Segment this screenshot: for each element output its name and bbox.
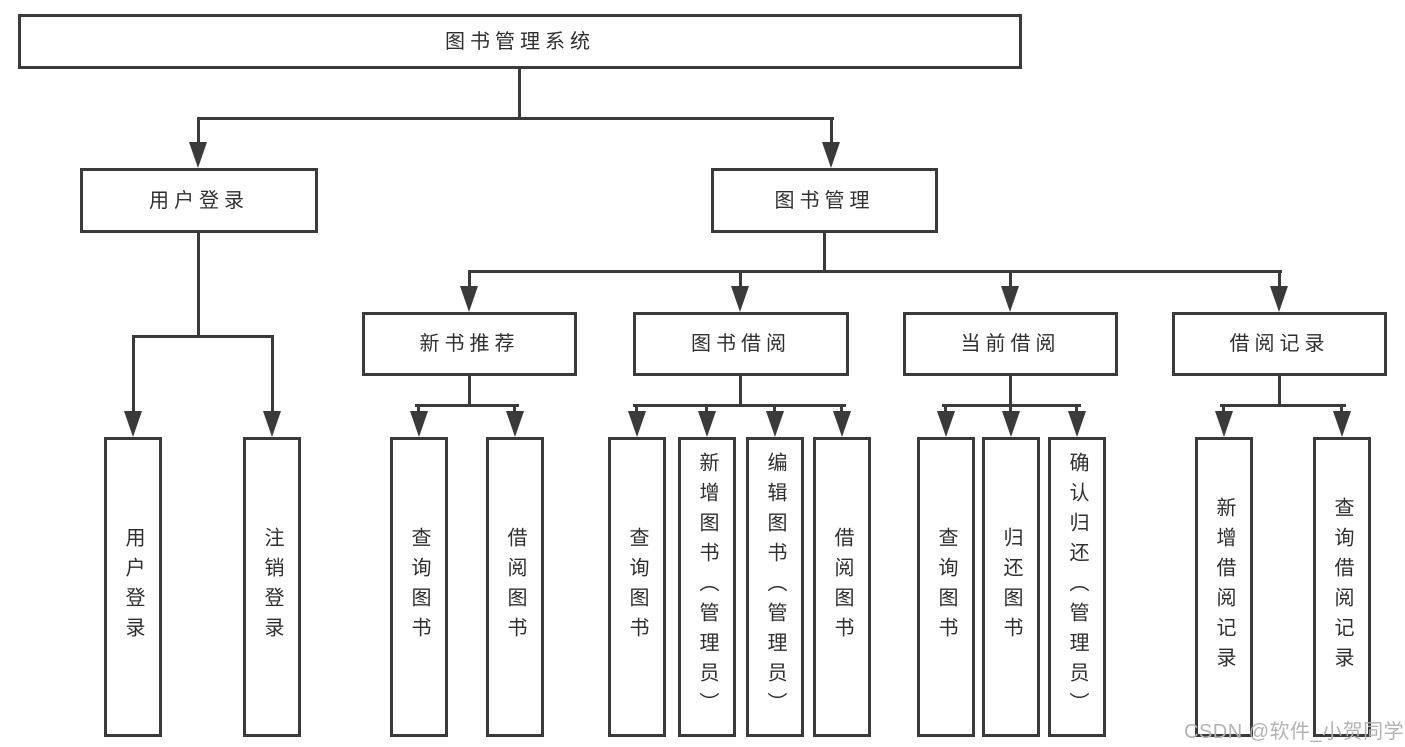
leaf-query-books-current: 查询图书 xyxy=(917,437,975,737)
arrow-down-icon xyxy=(506,411,524,437)
connector-line xyxy=(633,404,846,407)
leaf-return-books: 归还图书 xyxy=(982,437,1040,737)
arrow-down-icon xyxy=(937,411,955,437)
connector-line xyxy=(635,405,638,414)
connector-line xyxy=(468,376,471,407)
connector-line xyxy=(132,335,274,338)
node-borrow-records: 借阅记录 xyxy=(1172,312,1387,376)
connector-line xyxy=(739,271,742,289)
connector-line xyxy=(830,118,833,144)
arrow-down-icon xyxy=(263,411,281,437)
leaf-query-books-recommend: 查询图书 xyxy=(390,437,448,737)
arrow-down-icon xyxy=(822,142,840,168)
leaf-add-borrow-record: 新增借阅记录 xyxy=(1195,437,1253,737)
connector-line xyxy=(1009,405,1012,414)
leaf-edit-book-admin: 编辑图书（管理员） xyxy=(746,437,804,737)
arrow-down-icon xyxy=(731,286,749,312)
connector-line xyxy=(1009,271,1012,289)
connector-line xyxy=(1009,376,1012,407)
connector-line xyxy=(739,376,742,407)
arrow-down-icon xyxy=(1215,411,1233,437)
arrow-down-icon xyxy=(628,411,646,437)
connector-line xyxy=(468,270,1282,273)
leaf-logout: 注销登录 xyxy=(243,437,301,737)
node-book-management: 图书管理 xyxy=(711,168,938,233)
connector-line xyxy=(823,233,826,273)
connector-line xyxy=(1340,405,1343,414)
csdn-watermark: CSDN @软件_小贺同学 xyxy=(1184,721,1405,743)
arrow-down-icon xyxy=(1002,411,1020,437)
connector-line xyxy=(132,336,135,413)
connector-line xyxy=(1278,376,1281,407)
leaf-query-books-borrowing: 查询图书 xyxy=(608,437,666,737)
arrow-down-icon xyxy=(698,411,716,437)
node-new-book-recommend: 新书推荐 xyxy=(362,312,577,376)
leaf-confirm-return-admin: 确认归还（管理员） xyxy=(1048,437,1106,737)
arrow-down-icon xyxy=(833,411,851,437)
connector-line xyxy=(944,405,947,414)
node-user-login-group: 用户登录 xyxy=(80,168,318,233)
leaf-user-login: 用户登录 xyxy=(104,437,162,737)
connector-line xyxy=(773,405,776,414)
arrow-down-icon xyxy=(410,411,428,437)
connector-line xyxy=(197,118,200,144)
connector-line xyxy=(840,405,843,414)
connector-line xyxy=(705,405,708,414)
arrow-down-icon xyxy=(1001,286,1019,312)
connector-line xyxy=(1075,405,1078,414)
connector-line xyxy=(197,233,200,338)
connector-line xyxy=(197,117,834,120)
connector-line xyxy=(468,271,471,289)
connector-line xyxy=(271,336,274,413)
connector-line xyxy=(415,404,519,407)
arrow-down-icon xyxy=(766,411,784,437)
arrow-down-icon xyxy=(124,411,142,437)
leaf-borrow-books-recommend: 借阅图书 xyxy=(486,437,544,737)
arrow-down-icon xyxy=(1333,411,1351,437)
arrow-down-icon xyxy=(1270,286,1288,312)
node-current-borrowing: 当前借阅 xyxy=(903,312,1118,376)
leaf-borrow-books-borrowing: 借阅图书 xyxy=(813,437,871,737)
arrow-down-icon xyxy=(1068,411,1086,437)
connector-line xyxy=(1222,405,1225,414)
arrow-down-icon xyxy=(460,286,478,312)
connector-line xyxy=(518,68,521,118)
arrow-down-icon xyxy=(189,142,207,168)
node-library-system: 图书管理系统 xyxy=(18,14,1022,69)
leaf-query-borrow-record: 查询借阅记录 xyxy=(1313,437,1371,737)
connector-line xyxy=(417,405,420,414)
connector-line xyxy=(1220,404,1346,407)
node-book-borrowing: 图书借阅 xyxy=(633,312,849,376)
leaf-add-book-admin: 新增图书（管理员） xyxy=(678,437,736,737)
connector-line xyxy=(1278,271,1281,289)
connector-line xyxy=(513,405,516,414)
